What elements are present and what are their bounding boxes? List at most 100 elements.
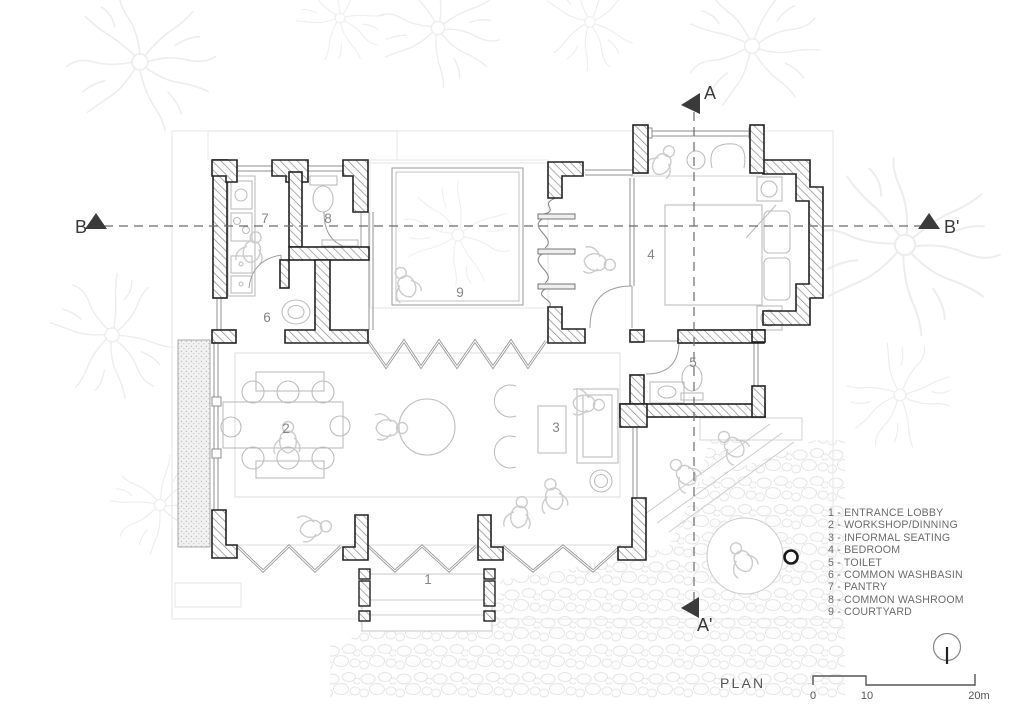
walls: [211, 124, 824, 622]
wall-segment: [342, 159, 369, 213]
wall-segment: [211, 509, 238, 559]
wall-segment: [212, 159, 228, 299]
section-lines: A A' B B': [75, 83, 959, 635]
person-figure: [502, 493, 536, 532]
wall-segment: [288, 171, 303, 248]
legend-item: 5 - TOILET: [828, 556, 883, 569]
wall-segment: [751, 329, 766, 343]
scale-tick-20: 20m: [968, 690, 989, 702]
folding-door: [502, 544, 622, 573]
legend-item: 4 - BEDROOM: [828, 544, 901, 557]
tree-icon: [278, 0, 402, 81]
windows: [211, 127, 759, 545]
legend: 1 - ENTRANCE LOBBY 2 - WORKSHOP/DINNING …: [828, 507, 964, 619]
wall-segment: [288, 246, 370, 261]
wall-segment: [477, 514, 504, 561]
person-figure: [374, 413, 409, 441]
pantry-counter: [227, 175, 256, 297]
round-table: [398, 398, 456, 456]
room-label-8: 8: [324, 211, 332, 226]
spot-marker-icon: [783, 549, 799, 565]
section-label-b-prime: B': [944, 217, 959, 237]
room-label-2: 2: [282, 421, 290, 436]
wall-segment: [284, 259, 369, 344]
tree-icon: [363, 0, 514, 100]
section-marker-a-icon: [681, 93, 700, 114]
room-labels: 1 2 3 4 5 6 7 8 9: [261, 211, 697, 587]
side-deck: [177, 339, 211, 548]
section-marker-a-prime-icon: [681, 597, 699, 618]
wall-segment: [547, 161, 584, 199]
door: [589, 285, 633, 329]
bed: [664, 204, 791, 306]
legend-item: 6 - COMMON WASHBASIN: [828, 569, 963, 582]
wall-segment: [629, 374, 645, 408]
section-label-b: B: [75, 217, 87, 237]
section-label-a: A: [704, 83, 716, 103]
wall-segment: [749, 124, 765, 174]
wall-segment: [751, 385, 766, 418]
folding-door: [366, 338, 548, 370]
toilet-fixture: [309, 175, 359, 247]
person-figure: [534, 475, 570, 515]
window: [632, 427, 638, 498]
legend-item: 2 - WORKSHOP/DINNING: [828, 519, 958, 532]
workshop-table: [220, 371, 351, 479]
window: [629, 178, 635, 286]
doors: [248, 211, 680, 375]
wall-segment: [629, 329, 645, 343]
furniture: [220, 143, 791, 632]
room-label-6: 6: [263, 310, 271, 325]
scale-bar: 0 10 20m: [810, 674, 990, 702]
scale-tick-10: 10: [861, 690, 873, 702]
window: [216, 294, 222, 330]
tree-icon: [65, 0, 217, 132]
room-label-3: 3: [552, 420, 560, 435]
round-seat: [706, 517, 784, 595]
seating-furniture: [493, 384, 619, 493]
outdoor-terraces: [640, 417, 808, 595]
legend-item: 7 - PANTRY: [828, 581, 888, 594]
pivot-doors: [537, 197, 576, 308]
window: [646, 127, 755, 139]
entrance-columns: [358, 568, 496, 622]
window: [368, 212, 374, 330]
door: [645, 340, 680, 375]
room-label-7: 7: [261, 211, 269, 226]
north-indicator-icon: [932, 632, 962, 664]
tree-icon: [827, 321, 971, 469]
tree-icon: [530, 0, 649, 85]
entrance-steps: [361, 573, 493, 632]
room-label-5: 5: [689, 355, 697, 370]
wall-segment: [211, 159, 238, 183]
window: [753, 342, 759, 386]
window: [308, 165, 343, 172]
room-label-1: 1: [424, 572, 432, 587]
wall-segment: [342, 514, 369, 561]
wall-segment: [762, 159, 824, 326]
room-label-9: 9: [456, 285, 464, 300]
toilet5-fixtures: [649, 364, 704, 404]
wall-segment: [617, 497, 647, 561]
wall-segment: [279, 259, 290, 289]
outdoor-steps: [644, 423, 795, 533]
window: [585, 169, 633, 176]
balcony-furniture: [686, 143, 746, 170]
wall-segment: [547, 306, 586, 344]
section-label-a-prime: A': [697, 615, 712, 635]
section-marker-b-icon: [85, 213, 107, 229]
folding-door: [367, 544, 477, 573]
drawing-title: PLAN: [720, 675, 766, 691]
person-figure: [580, 245, 619, 279]
wall-segment: [619, 403, 648, 428]
folding-doors: [236, 338, 622, 573]
wall-segment: [632, 124, 649, 174]
section-marker-b-prime-icon: [918, 213, 940, 229]
person-figure: [642, 138, 683, 182]
legend-item: 8 - COMMON WASHROOM: [828, 593, 964, 606]
scale-tick-0: 0: [810, 690, 816, 702]
folding-door: [236, 544, 342, 573]
window: [237, 165, 272, 172]
